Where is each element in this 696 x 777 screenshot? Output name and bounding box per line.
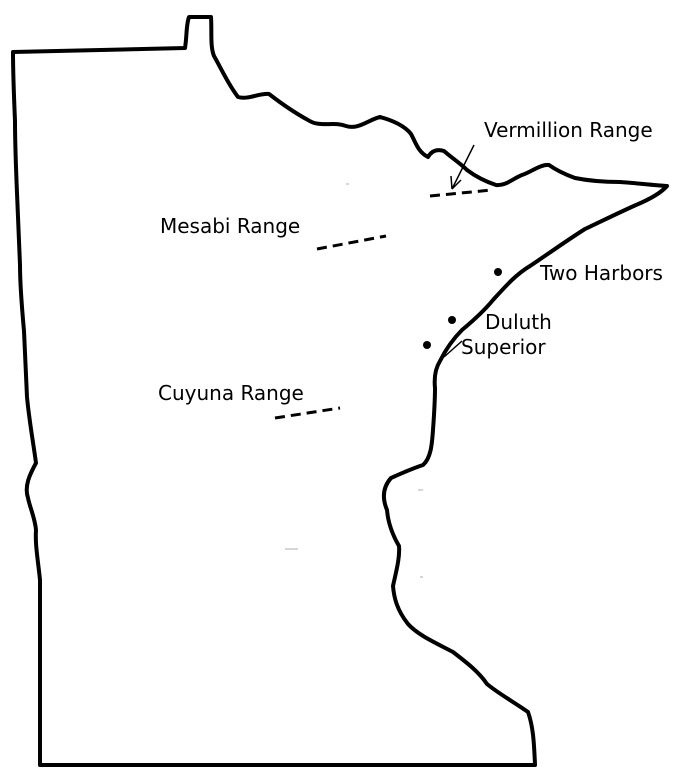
duluth-label: Duluth: [485, 310, 552, 334]
vermillion-range-label: Vermillion Range: [484, 118, 653, 142]
duluth-dot: [448, 316, 456, 324]
cuyuna-range-line: [274, 406, 341, 420]
superior-leader-tick: [443, 340, 463, 358]
two-harbors-label: Two Harbors: [539, 261, 663, 285]
mesabi-range-label: Mesabi Range: [160, 214, 300, 238]
vermillion-arrow-icon: [450, 144, 475, 190]
vermillion-range-line: [429, 188, 493, 198]
mesabi-range-line: [316, 234, 387, 251]
superior-dot: [423, 341, 431, 349]
state-outline: [11, 15, 669, 767]
two-harbors-dot: [494, 268, 502, 276]
cuyuna-range-label: Cuyuna Range: [158, 381, 304, 405]
superior-label: Superior: [461, 335, 546, 359]
